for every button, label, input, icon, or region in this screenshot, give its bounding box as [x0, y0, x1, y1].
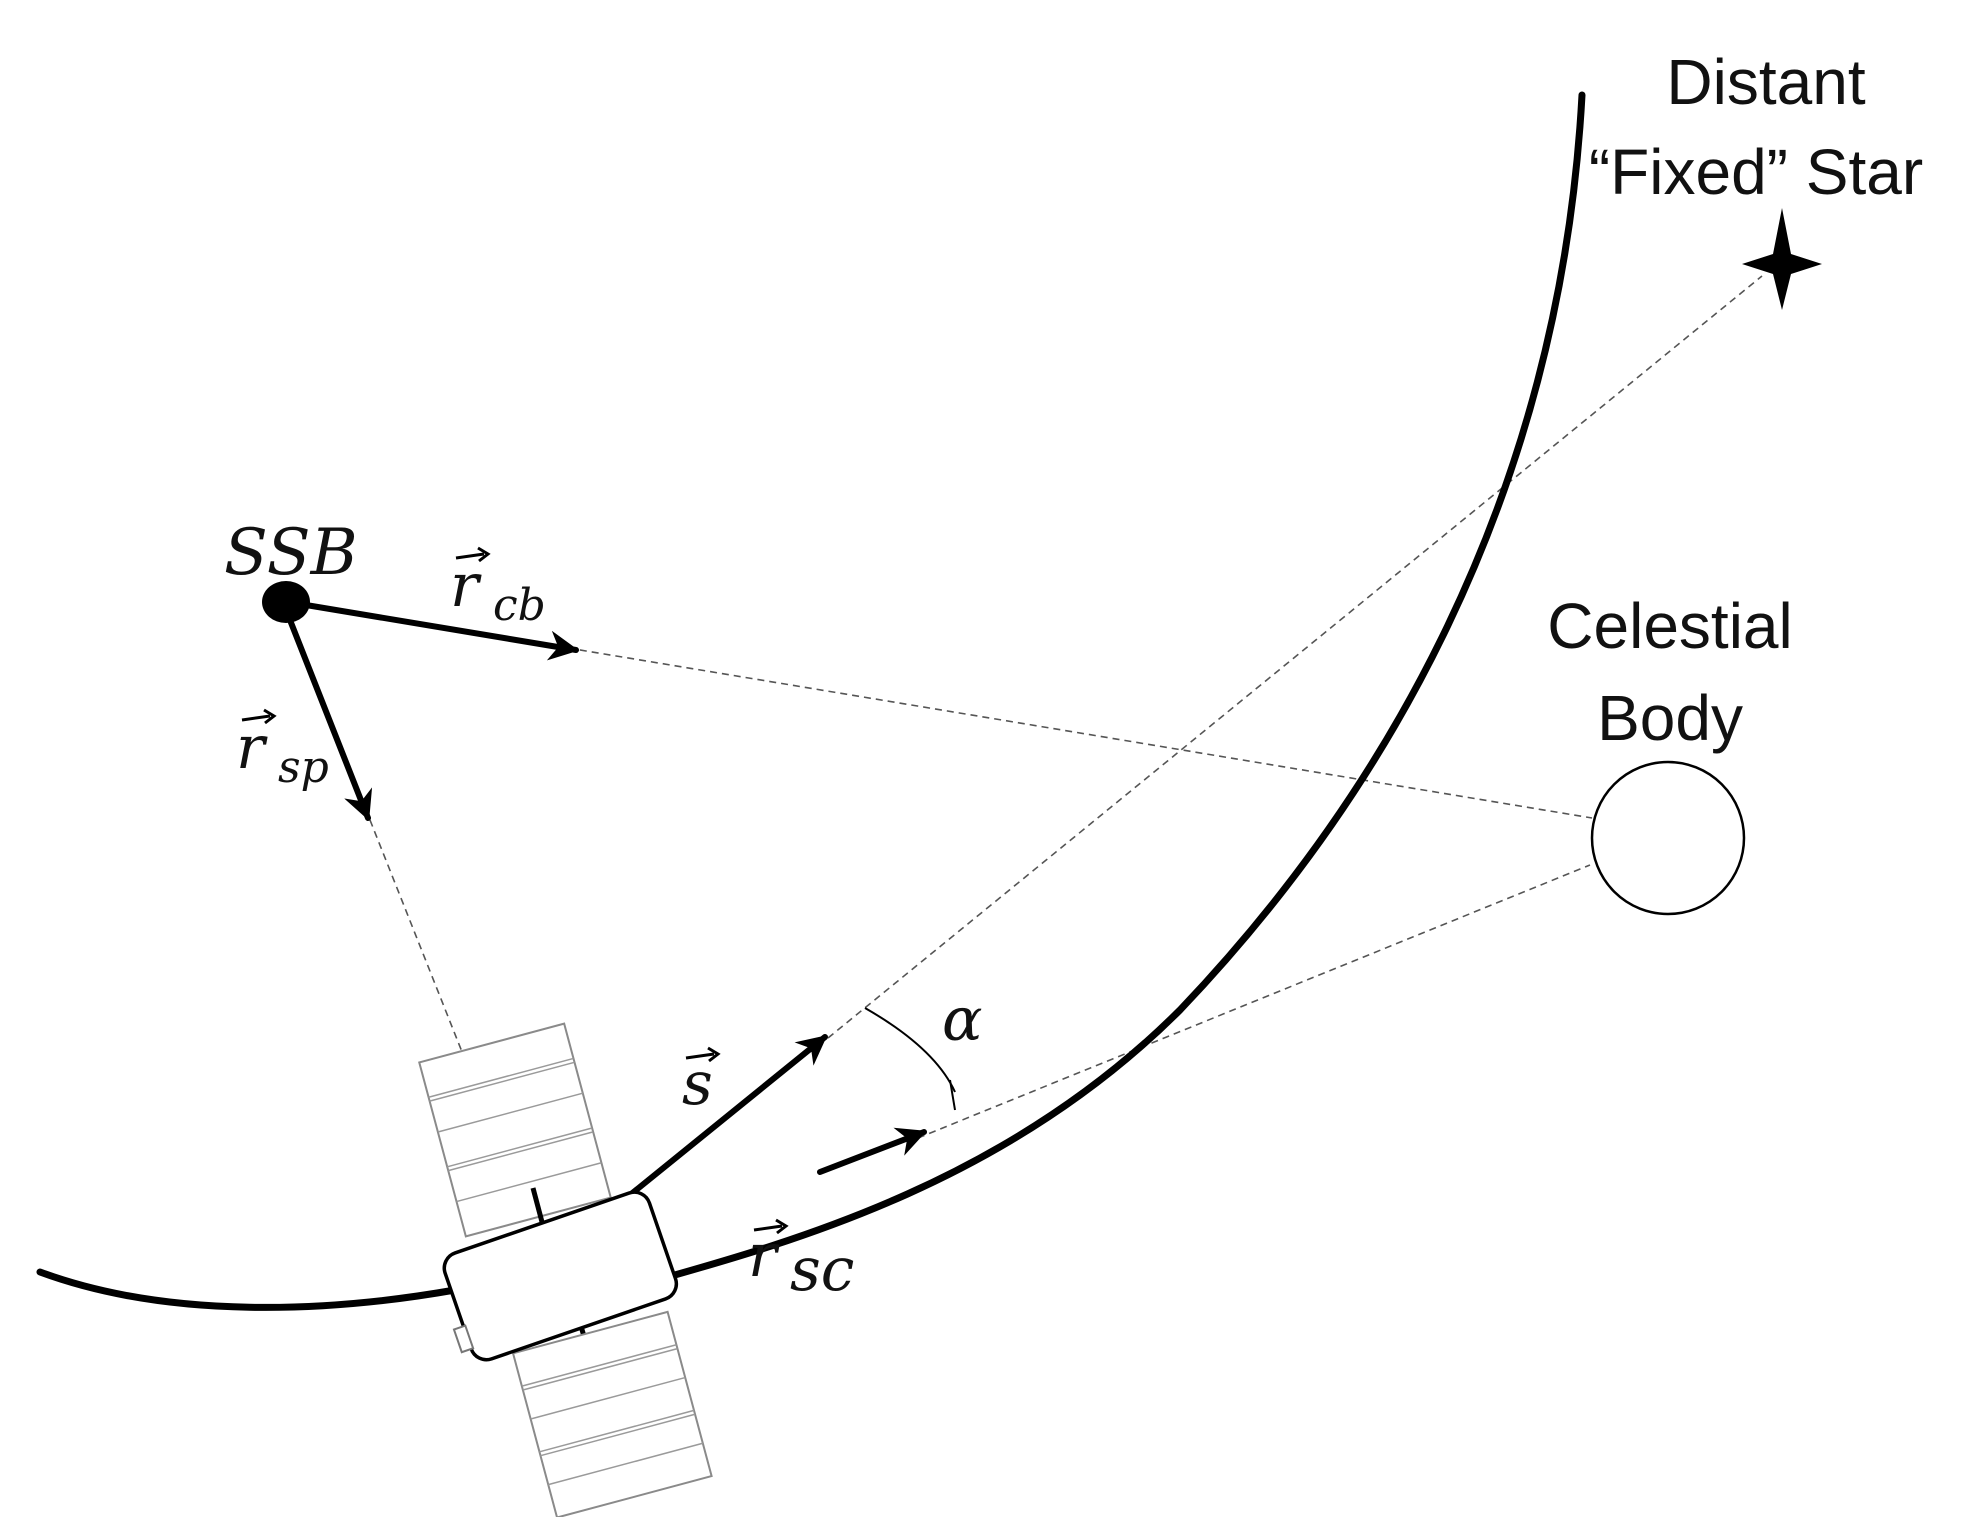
svg-text:r: r	[450, 551, 482, 621]
orbit-trajectory	[646, 91, 1586, 1286]
vector-r-sc	[817, 1127, 927, 1175]
r-sp-label: r sp	[236, 708, 329, 793]
star-label-line2: “Fixed” Star	[1589, 136, 1923, 208]
vector-s	[627, 1034, 828, 1198]
orbit-trajectory-left	[36, 1268, 459, 1311]
vector-r-sp	[285, 612, 373, 821]
svg-text:s: s	[682, 1049, 713, 1119]
alpha-tick	[949, 1079, 956, 1111]
ssb-label: SSB	[224, 516, 358, 590]
svg-text:r: r	[748, 1221, 780, 1291]
svg-text:sc: sc	[790, 1235, 854, 1305]
s-label: s	[682, 1046, 721, 1119]
alpha-label: α	[942, 985, 983, 1055]
r-sc-label: r sc	[748, 1218, 854, 1305]
sightline-spacecraft	[369, 819, 471, 1073]
star-icon	[1742, 208, 1822, 310]
svg-text:r: r	[236, 713, 268, 783]
vector-r-cb	[285, 599, 579, 661]
svg-text:sp: sp	[278, 742, 329, 793]
star-label-line1: Distant	[1666, 46, 1865, 118]
ssb-dot	[262, 581, 310, 623]
spacecraft-icon	[418, 1022, 713, 1517]
svg-text:cb: cb	[493, 580, 546, 631]
sightline-star	[827, 275, 1763, 1039]
r-cb-label: r cb	[450, 546, 546, 631]
celestial-body-circle	[1590, 760, 1746, 916]
sightline-body-lower	[917, 864, 1591, 1139]
body-label-line2: Body	[1597, 682, 1743, 754]
body-label-line1: Celestial	[1547, 590, 1792, 662]
sightline-body-upper	[567, 647, 1593, 819]
